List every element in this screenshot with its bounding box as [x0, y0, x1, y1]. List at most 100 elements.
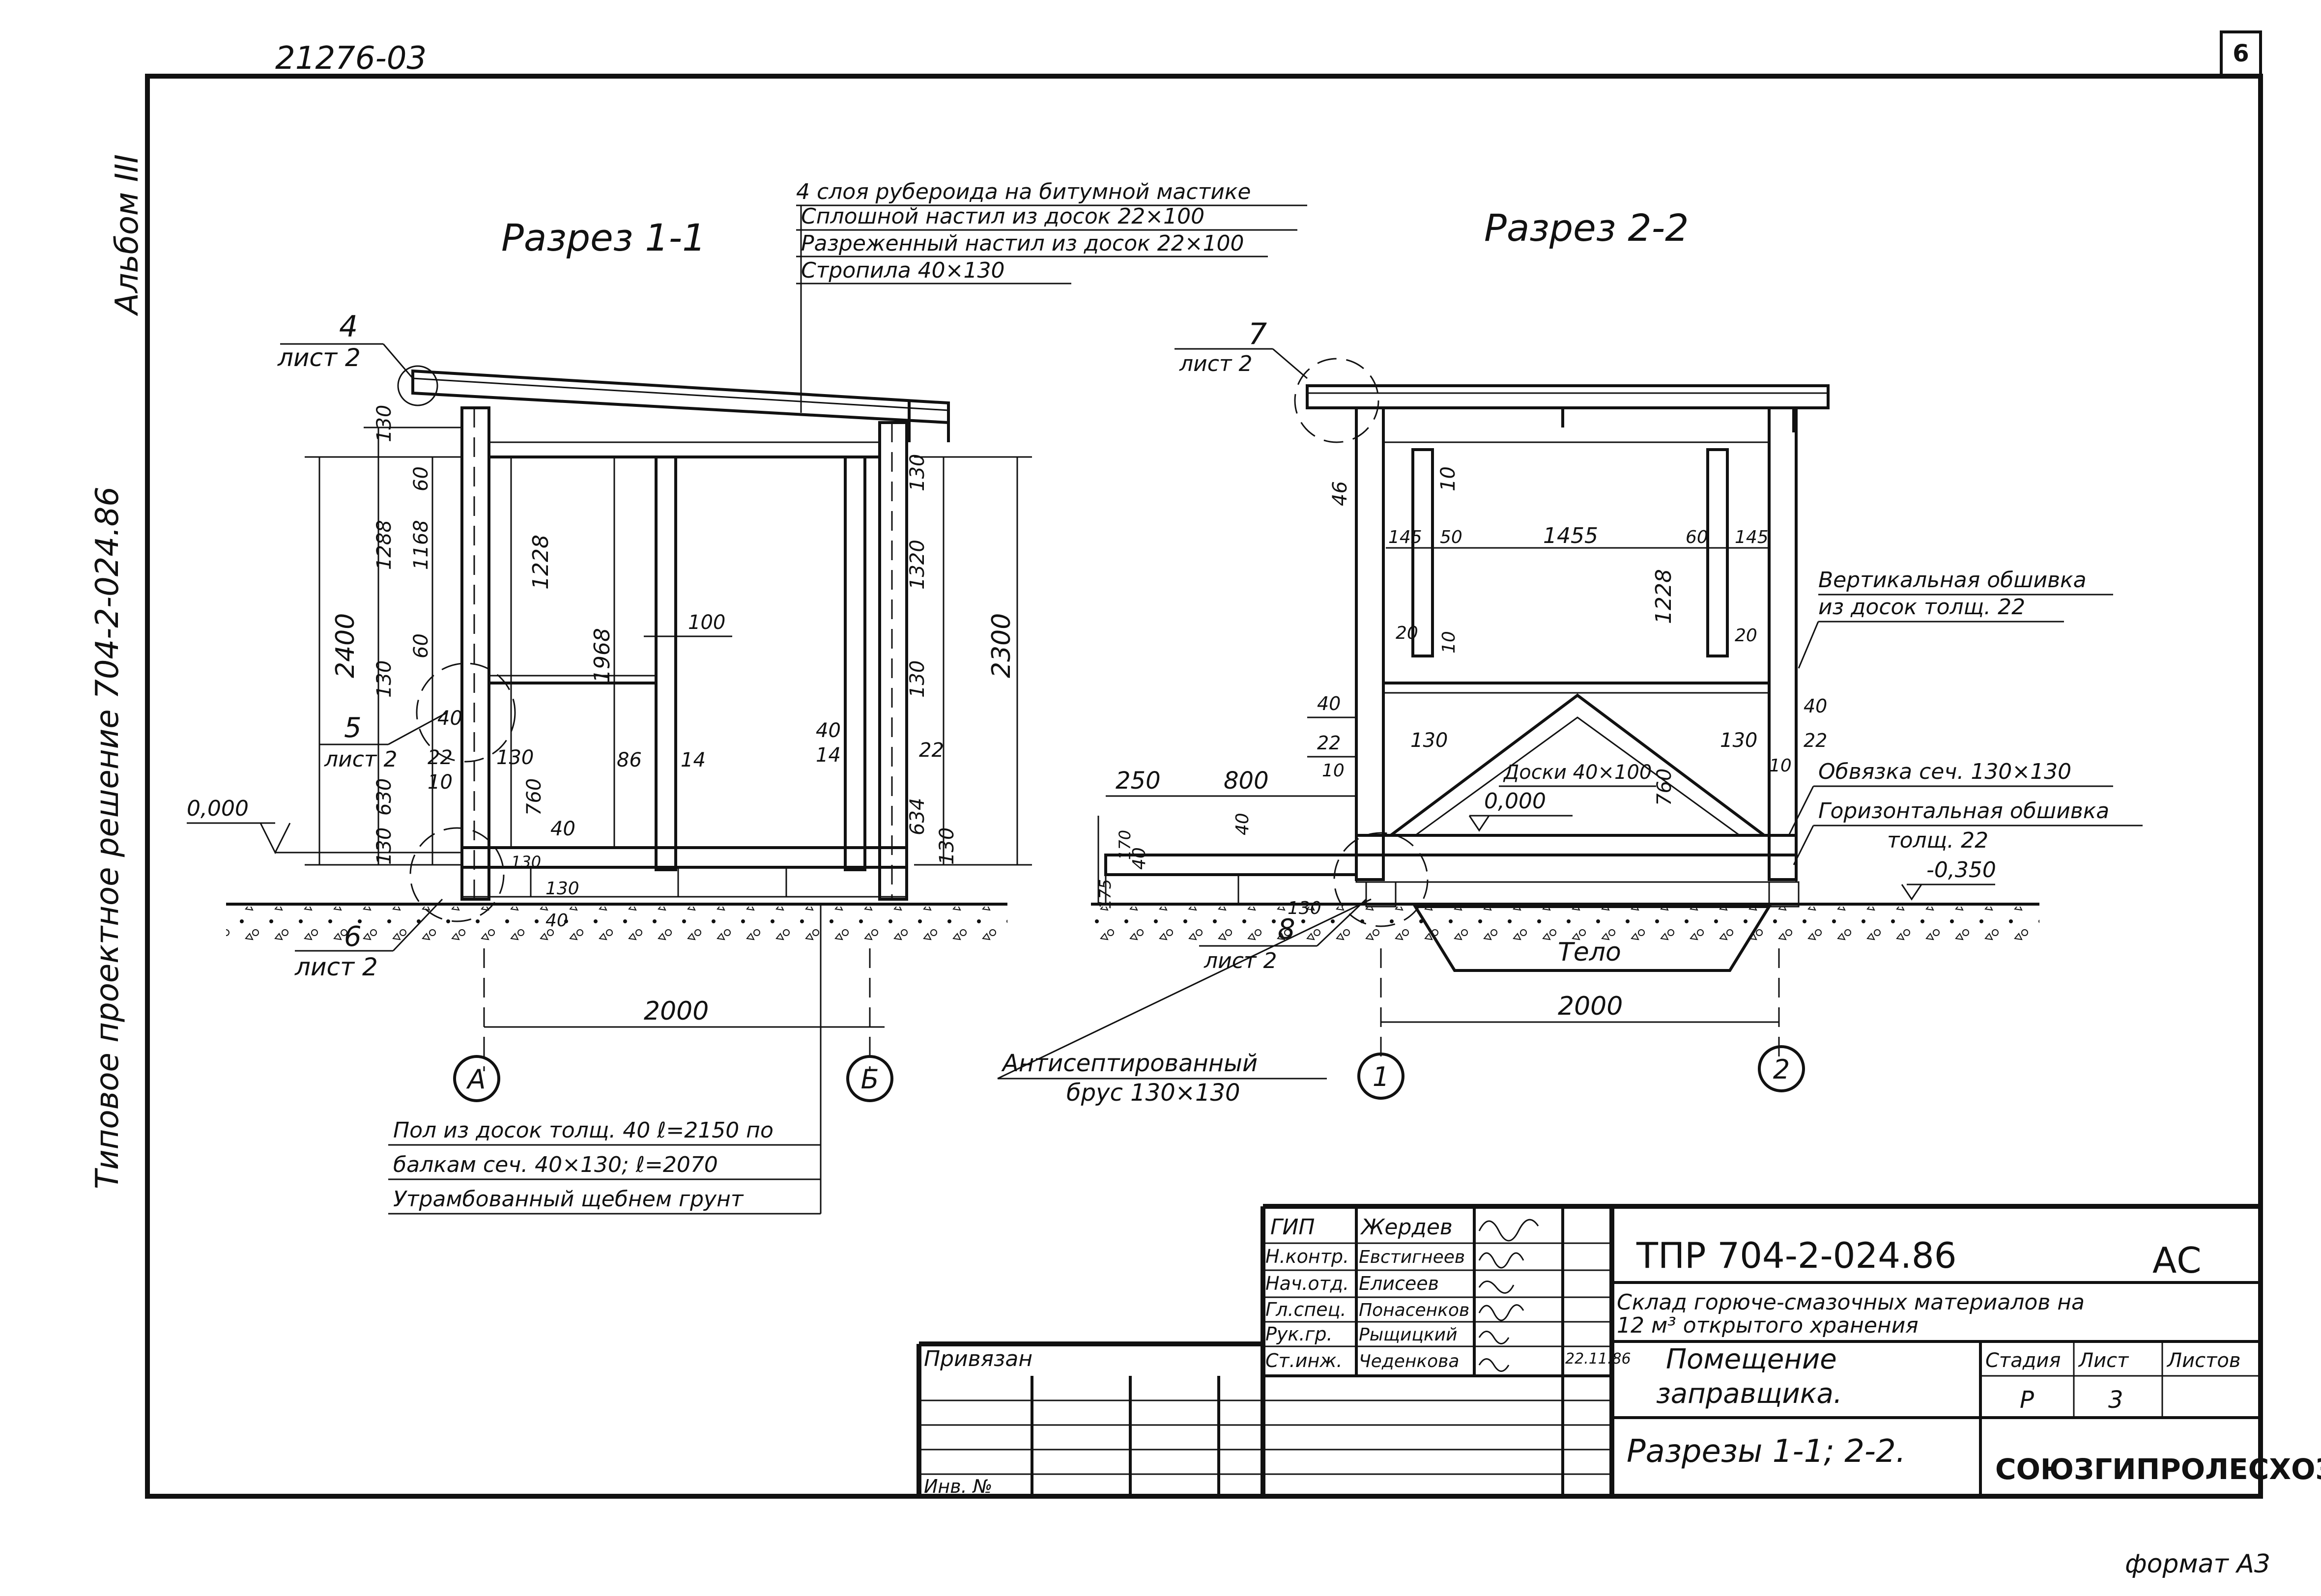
left-wall-2: [1355, 406, 1385, 881]
roof-1: [411, 369, 950, 425]
svg-text:Елисеев: Елисеев: [1359, 1273, 1439, 1294]
svg-text:630: 630: [373, 778, 396, 816]
svg-text:Чеденкова: Чеденкова: [1359, 1351, 1459, 1371]
callout-4-sheet: лист 2: [277, 343, 361, 372]
svg-text:2000: 2000: [1558, 992, 1623, 1021]
svg-text:Рыщицкий: Рыщицкий: [1359, 1325, 1457, 1345]
section-1-1: Разрез 1-1 4 слоя рубероида на битумной …: [187, 179, 1307, 1215]
callout-8-sheet: лист 2: [1203, 948, 1277, 973]
svg-text:130: 130: [936, 827, 958, 865]
drawing-name: Разрезы 1-1; 2-2.: [1627, 1433, 1906, 1470]
callout-6-sheet: лист 2: [294, 953, 378, 981]
svg-text:из досок толщ. 22: из досок толщ. 22: [1818, 595, 2025, 620]
svg-text:10: 10: [1322, 761, 1345, 781]
callout-6-number: 6: [344, 921, 362, 953]
floor-beam-1: [461, 866, 908, 898]
sheet-corner-number: 6: [2233, 40, 2249, 67]
svg-text:130: 130: [373, 827, 396, 865]
svg-text:100: 100: [688, 611, 725, 634]
svg-text:800: 800: [1224, 767, 1269, 795]
detail-circle-8: [1333, 832, 1429, 927]
callout-7-number: 7: [1248, 317, 1267, 351]
boards-label: Доски 40×100: [1503, 761, 1652, 784]
sheet-value: 3: [2108, 1386, 2123, 1414]
svg-text:1228: 1228: [528, 535, 553, 590]
detail-circle-6: [409, 827, 505, 922]
project-name-2: 12 м³ открытого хранения: [1617, 1313, 1919, 1338]
svg-text:760: 760: [523, 778, 545, 816]
stage-value: Р: [2020, 1386, 2034, 1414]
svg-text:22: 22: [919, 739, 944, 762]
axis-bubble-2: [1758, 1045, 1805, 1092]
svg-text:634: 634: [906, 798, 929, 835]
svg-text:130: 130: [1720, 729, 1757, 752]
side-title: Типовое проектное решение 704-2-024.86: [89, 486, 126, 1189]
level-0-1: 0,000: [187, 796, 249, 821]
doc-number-top: 21276-03: [275, 40, 427, 77]
svg-text:10: 10: [1769, 756, 1792, 776]
sign-date: 22.11.86: [1565, 1350, 1631, 1368]
level-0-2: 0,000: [1484, 789, 1546, 814]
svg-text:1288: 1288: [373, 520, 396, 570]
svg-text:Рук.гр.: Рук.гр.: [1265, 1323, 1333, 1345]
svg-text:Пол из досок толщ. 40 ℓ=2150 п: Пол из досок толщ. 40 ℓ=2150 по: [393, 1118, 774, 1143]
svg-text:толщ. 22: толщ. 22: [1887, 828, 1988, 853]
inv-label: Инв. №: [924, 1476, 992, 1497]
right-wall-2: [1768, 406, 1798, 881]
svg-text:130: 130: [1410, 729, 1448, 752]
section-2-title: Разрез 2-2: [1484, 206, 1689, 250]
svg-text:1228: 1228: [1651, 569, 1676, 624]
svg-text:2000: 2000: [644, 997, 709, 1026]
svg-text:10: 10: [1439, 631, 1459, 654]
svg-text:60: 60: [1686, 527, 1708, 547]
door-post-1: [655, 456, 677, 871]
section-2-2: Разрез 2-2 Тело 7 лист 2: [997, 206, 2143, 1107]
svg-text:40: 40: [550, 818, 575, 840]
callout-7-sheet: лист 2: [1179, 351, 1253, 376]
section-1-title: Разрез 1-1: [501, 216, 706, 259]
tank-pit: [1412, 905, 1772, 972]
callout-5-sheet: лист 2: [324, 747, 398, 772]
svg-text:Жердев: Жердев: [1360, 1215, 1453, 1240]
svg-text:40: 40: [1232, 813, 1253, 835]
svg-text:86: 86: [617, 749, 642, 771]
svg-text:60: 60: [410, 633, 432, 658]
floor-2: [1355, 834, 1798, 856]
signature-rows: ГИП Н.контр. Нач.отд. Гл.спец. Рук.гр. С…: [1265, 1215, 1631, 1372]
sheet-frame: [145, 74, 2263, 1499]
svg-text:130: 130: [511, 853, 541, 871]
svg-text:Утрамбованный щебнем грунт: Утрамбованный щебнем грунт: [393, 1187, 744, 1212]
axis-bubble-a: [453, 1055, 500, 1102]
svg-text:Сплошной настил из досок 22×10: Сплошной настил из досок 22×100: [801, 204, 1204, 229]
svg-text:40: 40: [1129, 847, 1149, 870]
svg-text:Гл.спец.: Гл.спец.: [1265, 1299, 1347, 1320]
doc-mark: АС: [2152, 1240, 2202, 1281]
title-block: ГИП Н.контр. Нач.отд. Гл.спец. Рук.гр. С…: [917, 1204, 2321, 1497]
detail-circle-4: [397, 365, 438, 406]
axis-bubble-1: [1357, 1053, 1404, 1100]
svg-text:1455: 1455: [1543, 523, 1598, 548]
svg-text:2: 2: [1773, 1054, 1790, 1085]
svg-text:170: 170: [1116, 830, 1134, 860]
privyazan-label: Привязан: [924, 1346, 1032, 1371]
svg-text:22: 22: [1804, 730, 1827, 751]
svg-text:Горизонтальная обшивка: Горизонтальная обшивка: [1818, 798, 2109, 824]
svg-text:130: 130: [906, 454, 929, 491]
project-name-1: Склад горюче-смазочных материалов на: [1617, 1290, 2085, 1315]
svg-text:130: 130: [1288, 898, 1321, 918]
callout-4-number: 4: [339, 310, 358, 344]
callout-5-number: 5: [344, 712, 362, 744]
svg-text:Евстигнеев: Евстигнеев: [1359, 1247, 1465, 1267]
sheet-number-box: [2220, 30, 2262, 78]
svg-text:130: 130: [496, 746, 534, 769]
svg-text:10: 10: [428, 771, 453, 794]
soil-1: [226, 907, 1007, 948]
svg-text:22: 22: [428, 746, 453, 769]
svg-text:Вертикальная обшивка: Вертикальная обшивка: [1818, 568, 2087, 593]
floor-notes: Пол из досок толщ. 40 ℓ=2150 по балкам с…: [388, 904, 822, 1215]
svg-text:Понасенков: Понасенков: [1359, 1300, 1469, 1320]
album-label: Альбом III: [109, 154, 145, 316]
svg-text:Разреженный настил из досок 22: Разреженный настил из досок 22×100: [801, 231, 1244, 256]
svg-text:46: 46: [1329, 481, 1351, 506]
